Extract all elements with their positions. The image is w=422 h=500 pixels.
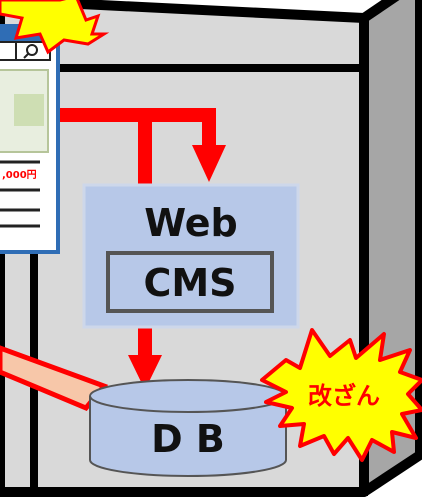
price-label: ,000円 bbox=[2, 169, 37, 181]
arrowhead-down bbox=[128, 355, 162, 390]
search-icon[interactable] bbox=[23, 44, 38, 59]
web-label: Web bbox=[144, 201, 238, 245]
arrow-shaft-left bbox=[138, 108, 152, 188]
cms-box bbox=[106, 251, 274, 313]
arrow-shaft-down bbox=[138, 320, 152, 360]
tamper-starburst: 改ざん bbox=[260, 328, 422, 462]
browser-window: ,000円 bbox=[0, 24, 60, 254]
cms-label: CMS bbox=[143, 261, 236, 305]
server-inner-panel bbox=[30, 64, 368, 496]
database-cylinder: D B bbox=[89, 379, 287, 477]
alert-starburst-top bbox=[0, 0, 110, 55]
tamper-label: 改ざん bbox=[308, 382, 380, 410]
web-server-box: Web CMS bbox=[82, 183, 300, 329]
db-label: D B bbox=[151, 417, 225, 461]
arrowhead-right bbox=[192, 145, 226, 182]
arrow-shaft-right bbox=[202, 108, 216, 148]
attack-arrow bbox=[0, 345, 109, 412]
